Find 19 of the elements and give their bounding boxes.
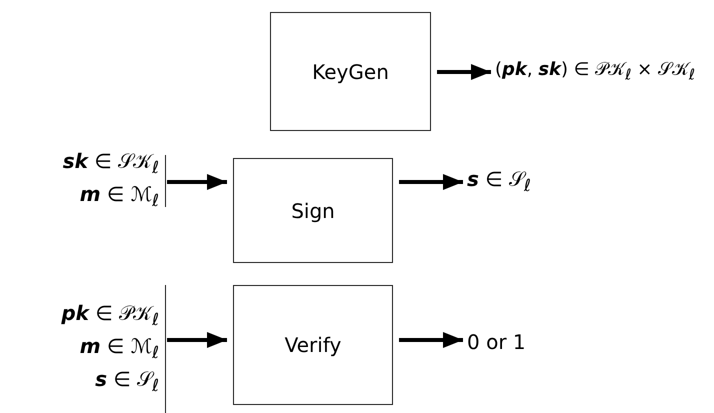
box-label: KeyGen xyxy=(312,58,389,84)
arrow xyxy=(399,174,463,190)
box-label: Sign xyxy=(291,198,335,224)
math-expression: pk ∈ 𝒫𝒦$_{ℓ}$ xyxy=(61,300,159,330)
math-expression: (pk, sk) ∈ 𝒫𝒦$_{ℓ}$ × 𝒮𝒦$_{ℓ}$ xyxy=(495,58,696,86)
arrow xyxy=(437,64,491,80)
math-expression: 0 or 1 xyxy=(467,329,526,355)
math-expression: s ∈ 𝒮$_{ℓ}$ xyxy=(467,166,531,196)
math-expression: m ∈ ℳ$_{ℓ}$ xyxy=(80,332,159,364)
math-expression: m ∈ ℳ$_{ℓ}$ xyxy=(80,181,159,212)
math-expression: sk ∈ 𝒮𝒦$_{ℓ}$ xyxy=(62,148,159,179)
process-box xyxy=(233,285,393,405)
arrow xyxy=(167,174,227,190)
arrow xyxy=(167,332,227,348)
process-box xyxy=(233,158,393,263)
box-label: Verify xyxy=(284,332,342,358)
arrow xyxy=(399,332,463,348)
math-expression: s ∈ 𝒮$_{ℓ}$ xyxy=(95,366,159,396)
process-box xyxy=(270,12,431,131)
